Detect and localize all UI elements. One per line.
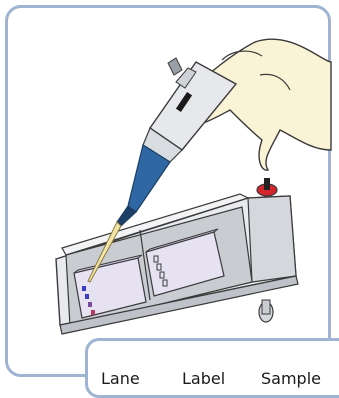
lane-table: Lane Label Sample	[85, 338, 339, 398]
column-header-label: Label	[182, 369, 225, 388]
table-header-row: Lane Label Sample	[101, 369, 339, 389]
gel-tray	[56, 178, 298, 334]
column-header-sample: Sample	[261, 369, 321, 388]
column-header-lane: Lane	[101, 369, 140, 388]
pipette-loading-gel-icon	[0, 0, 339, 384]
